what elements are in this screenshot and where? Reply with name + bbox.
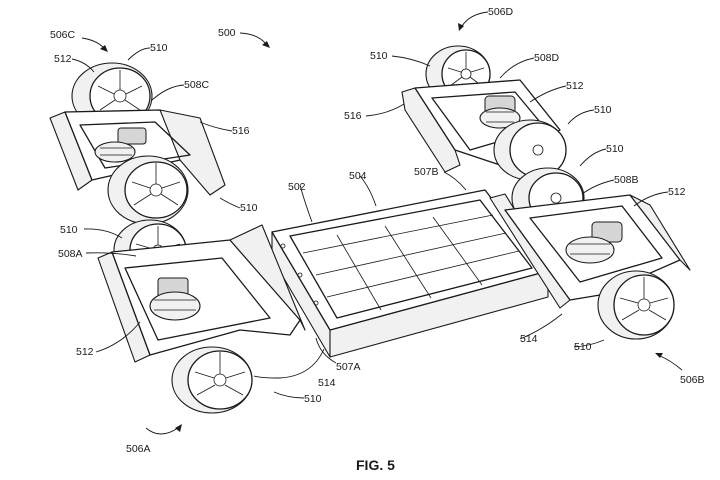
label-510-b-upper: 510	[606, 143, 624, 155]
label-510-d-top: 510	[370, 50, 388, 62]
leader-lines	[71, 11, 683, 435]
label-506B: 506B	[680, 374, 705, 386]
motor-508A	[149, 277, 201, 321]
battery-cells-504	[302, 214, 520, 311]
label-510-c-top: 510	[150, 42, 168, 54]
figure-caption: FIG. 5	[356, 457, 395, 473]
drive-module-506C	[49, 62, 226, 225]
label-512-c: 512	[54, 53, 72, 65]
battery-platform-502	[271, 189, 549, 358]
drive-module-506B	[489, 167, 691, 340]
label-516-c: 516	[232, 125, 250, 137]
motor-508D	[479, 95, 521, 129]
label-500: 500	[218, 27, 236, 39]
label-510-c-bottom: 510	[240, 202, 258, 214]
wheel-510-c-front	[107, 155, 189, 225]
label-504: 504	[349, 170, 367, 182]
label-510-d-right: 510	[594, 104, 612, 116]
label-508C: 508C	[184, 79, 210, 91]
motor-508C	[94, 127, 147, 163]
drive-module-506A	[97, 219, 306, 414]
label-512-b: 512	[668, 186, 686, 198]
label-514-b: 514	[520, 333, 538, 345]
label-506A: 506A	[126, 443, 151, 455]
wheel-510-b-front	[597, 270, 675, 340]
label-508A: 508A	[58, 248, 83, 260]
label-508D: 508D	[534, 52, 560, 64]
label-514-a: 514	[318, 377, 336, 389]
label-510-b-bottom: 510	[574, 341, 592, 353]
reference-labels: 500 502 504 507A 507B 506A 506B 506C 506…	[50, 6, 705, 455]
label-512-d: 512	[566, 80, 584, 92]
label-510-a-bottom: 510	[304, 393, 322, 405]
label-512-a: 512	[76, 346, 94, 358]
label-516-d: 516	[344, 110, 362, 122]
wheel-510-a-front	[171, 346, 253, 414]
label-506C: 506C	[50, 29, 76, 41]
label-502: 502	[288, 181, 306, 193]
label-510-a-upper: 510	[60, 224, 78, 236]
drive-module-506D	[401, 45, 567, 181]
motor-508B	[565, 221, 623, 264]
label-507A: 507A	[336, 361, 361, 373]
label-507B: 507B	[414, 166, 439, 178]
label-506D: 506D	[488, 6, 514, 18]
label-508B: 508B	[614, 174, 639, 186]
